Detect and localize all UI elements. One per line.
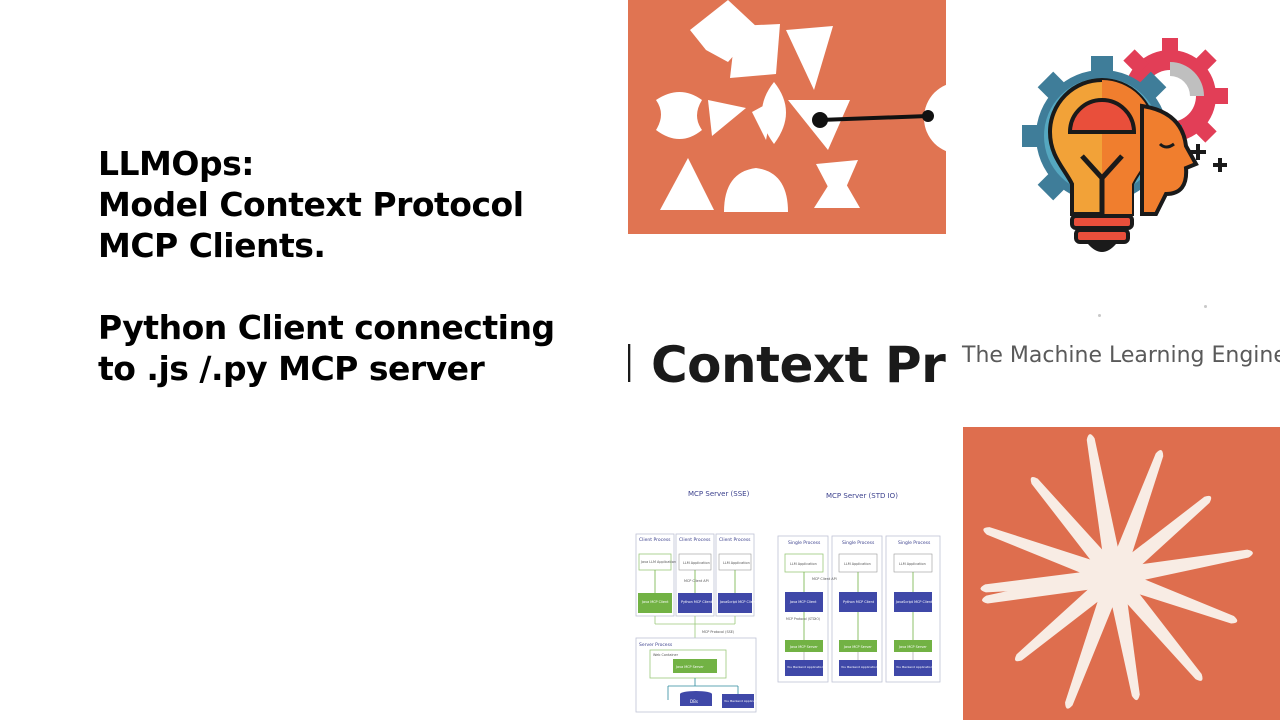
stdio-llm-app-label-3: LLM Application: [899, 562, 926, 566]
stdio-llm-app-label-1: LLM Application: [790, 562, 817, 566]
context-protocol-text: el Context Pro: [628, 336, 946, 394]
stdio-java-mcp-server-label-1: Java MCP Server: [789, 645, 818, 649]
java-mcp-server-label-sse: Java MCP Server: [675, 665, 704, 669]
stdio-backend-label-3: You Backend Applications: [896, 665, 935, 669]
triangle-shape-6: [814, 170, 860, 208]
single-process-label-2: Single Process: [842, 540, 875, 546]
web-container-label: Web Container: [653, 653, 679, 657]
context-protocol-text-crop: el Context Pro: [628, 330, 946, 410]
python-mcp-client-label: Python MCP Client: [681, 600, 713, 604]
title-line-2: Model Context Protocol: [98, 185, 524, 224]
mcp-protocol-sse-label: MCP Protocol (SSE): [702, 630, 735, 634]
stdio-js-mcp-client-label: JavaScript MCP Client: [895, 600, 933, 604]
starburst-ray: [1015, 570, 1121, 662]
blob-shape: [656, 92, 702, 139]
client-process-label-2: Client Process: [679, 537, 711, 543]
mcp-protocol-stdio-label: MCP Protocol (STDIO): [786, 617, 820, 621]
machine-learning-text-crop: The Machine Learning Engine: [960, 340, 1280, 380]
triangle-shape-7: [660, 158, 714, 210]
starburst-ray: [1109, 495, 1212, 584]
js-mcp-client-label: JavaScript MCP Client: [719, 600, 757, 604]
single-process-label-1: Single Process: [788, 540, 821, 546]
arch-shape: [724, 168, 788, 212]
backend-label-sse: You Backend Applications: [724, 699, 763, 703]
stdio-backend-label-1: You Backend Applications: [787, 665, 826, 669]
starburst-ray: [983, 527, 1119, 586]
starburst-ray: [1086, 434, 1124, 579]
starburst-ray: [1030, 477, 1122, 583]
starburst-ray: [1108, 571, 1203, 681]
title-line-3: MCP Clients.: [98, 226, 326, 265]
stdio-java-mcp-server-label-3: Java MCP Server: [898, 645, 927, 649]
square-shape: [730, 24, 780, 78]
mcp-architecture-diagram: MCP Server (SSE) MCP Server (STD IO) Cli…: [628, 478, 948, 720]
mcp-client-api-label-1: MCP Client API: [684, 579, 709, 583]
mcp-client-api-label-2: MCP Client API: [812, 577, 837, 581]
stdio-llm-app-label-2: LLM Application: [844, 562, 871, 566]
starburst-ray: [1106, 575, 1140, 701]
stdio-title: MCP Server (STD IO): [826, 492, 898, 500]
abstract-shapes-image: [628, 0, 946, 234]
llm-app-label-2: LLM Application: [723, 561, 750, 565]
client-process-label-1: Client Process: [639, 537, 671, 543]
starburst-ray: [1111, 568, 1238, 624]
triangle-shape: [786, 26, 833, 90]
triangle-shape-2: [708, 100, 746, 136]
machine-learning-text: The Machine Learning Engine: [962, 343, 1280, 368]
lens-shape: [762, 82, 786, 144]
stdio-python-mcp-client-label: Python MCP Client: [843, 600, 875, 604]
stdio-java-mcp-server-label-2: Java MCP Server: [843, 645, 872, 649]
dbs-label: DBs: [690, 699, 698, 704]
java-mcp-client-label: Java MCP Client: [641, 600, 669, 604]
slide-title-block: LLMOps: Model Context Protocol MCP Clien…: [98, 143, 608, 389]
java-llm-app-label: Java LLM Application: [640, 560, 676, 564]
stdio-java-mcp-client-label: Java MCP Client: [789, 600, 817, 604]
starburst-ray: [1065, 573, 1124, 709]
starburst-ray: [1106, 450, 1164, 581]
subtitle-line-2: to .js /.py MCP server: [98, 349, 485, 388]
subtitle-line-1: Python Client connecting: [98, 308, 555, 347]
starburst-center: [1093, 555, 1137, 599]
stdio-backend-label-2: You Backend Applications: [841, 665, 880, 669]
circle-shape: [924, 84, 946, 152]
starburst-ray: [982, 568, 1117, 604]
client-process-label-3: Client Process: [719, 537, 751, 543]
single-process-label-3: Single Process: [898, 540, 931, 546]
sse-title: MCP Server (SSE): [688, 490, 750, 498]
starburst-logo-image: [963, 427, 1280, 720]
gear-lightbulb-icon: [1010, 36, 1240, 266]
server-process-label: Server Process: [639, 642, 673, 648]
llm-app-label-1: LLM Application: [683, 561, 710, 565]
starburst-ray: [1113, 549, 1253, 586]
title-line-1: LLMOps:: [98, 144, 254, 183]
